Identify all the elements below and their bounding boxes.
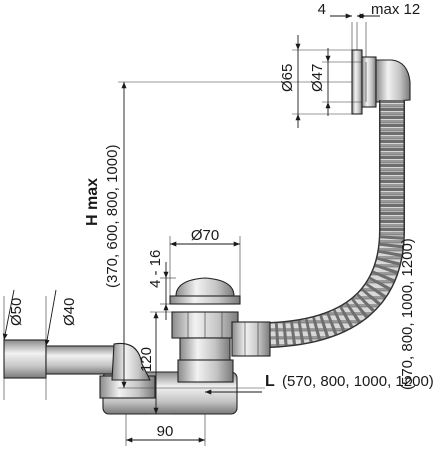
body-height-label: 120 — [138, 347, 155, 372]
drain-flange — [169, 295, 241, 305]
overflow-max-label: max 12 — [371, 1, 420, 18]
overflow-plate — [351, 49, 363, 115]
outlet-pipe — [45, 345, 117, 375]
outlet-outer-diameter-label: Ø50 — [8, 298, 25, 326]
overflow-inner-diameter-label: Ø47 — [309, 64, 326, 92]
drain-assembly — [99, 277, 271, 415]
overflow-cap — [361, 56, 377, 108]
drain-gap-label: 4 - 16 — [147, 250, 164, 288]
overflow-elbow — [375, 59, 411, 103]
overflow-outer-diameter-label: Ø65 — [279, 64, 296, 92]
hose-lengths-vertical-label: (570, 800, 1000, 1200) — [399, 238, 416, 390]
overflow-thickness-label: 4 — [318, 1, 326, 18]
outlet-assembly — [3, 339, 151, 381]
trap-nut-right — [177, 359, 234, 383]
base-width-label: 90 — [157, 423, 174, 440]
drain-plug — [175, 277, 235, 297]
height-values-label: (370, 600, 800, 1000) — [104, 145, 121, 288]
drain-diameter-label: Ø70 — [191, 227, 219, 244]
hose-connector — [231, 321, 271, 357]
height-title-label: H max — [84, 178, 101, 226]
outlet-inner-diameter-label: Ø40 — [61, 298, 78, 326]
overflow-assembly — [351, 49, 411, 115]
length-title-label: L — [265, 373, 275, 390]
outlet-pipe-end — [3, 339, 47, 379]
length-values-label: (570, 800, 1000, 1200) — [282, 373, 434, 390]
